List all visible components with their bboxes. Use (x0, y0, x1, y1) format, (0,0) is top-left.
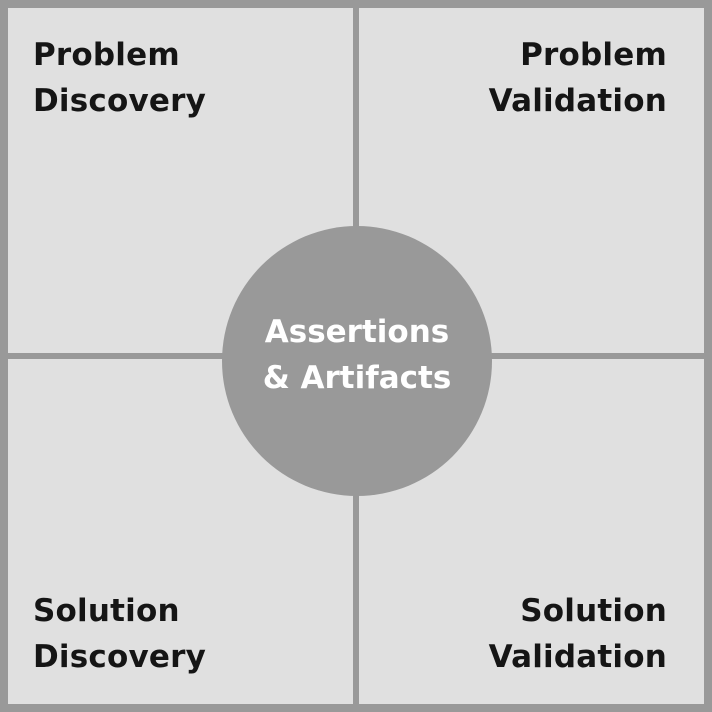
quadrant-label-line2: Validation (488, 83, 667, 119)
center-label-line1: Assertions (264, 314, 450, 350)
center-label-line2: & Artifacts (262, 360, 452, 396)
quadrant-label: Solution Validation (489, 588, 667, 680)
quadrant-problem-discovery: Problem Discovery (8, 8, 353, 353)
center-circle: Assertions & Artifacts (222, 226, 492, 496)
quadrant-label-line1: Solution (33, 593, 180, 629)
quadrant-label-line1: Solution (520, 593, 667, 629)
quadrant-label: Problem Validation (489, 32, 667, 124)
quadrant-label: Problem Discovery (33, 32, 206, 124)
quadrant-label-line1: Problem (33, 37, 180, 73)
center-label: Assertions & Artifacts (263, 309, 452, 401)
quadrant-label: Solution Discovery (33, 588, 206, 680)
quadrant-label-line1: Problem (520, 37, 667, 73)
quadrant-label-line2: Validation (488, 639, 667, 675)
quadrant-label-line2: Discovery (33, 83, 207, 119)
quadrant-label-line2: Discovery (33, 639, 207, 675)
